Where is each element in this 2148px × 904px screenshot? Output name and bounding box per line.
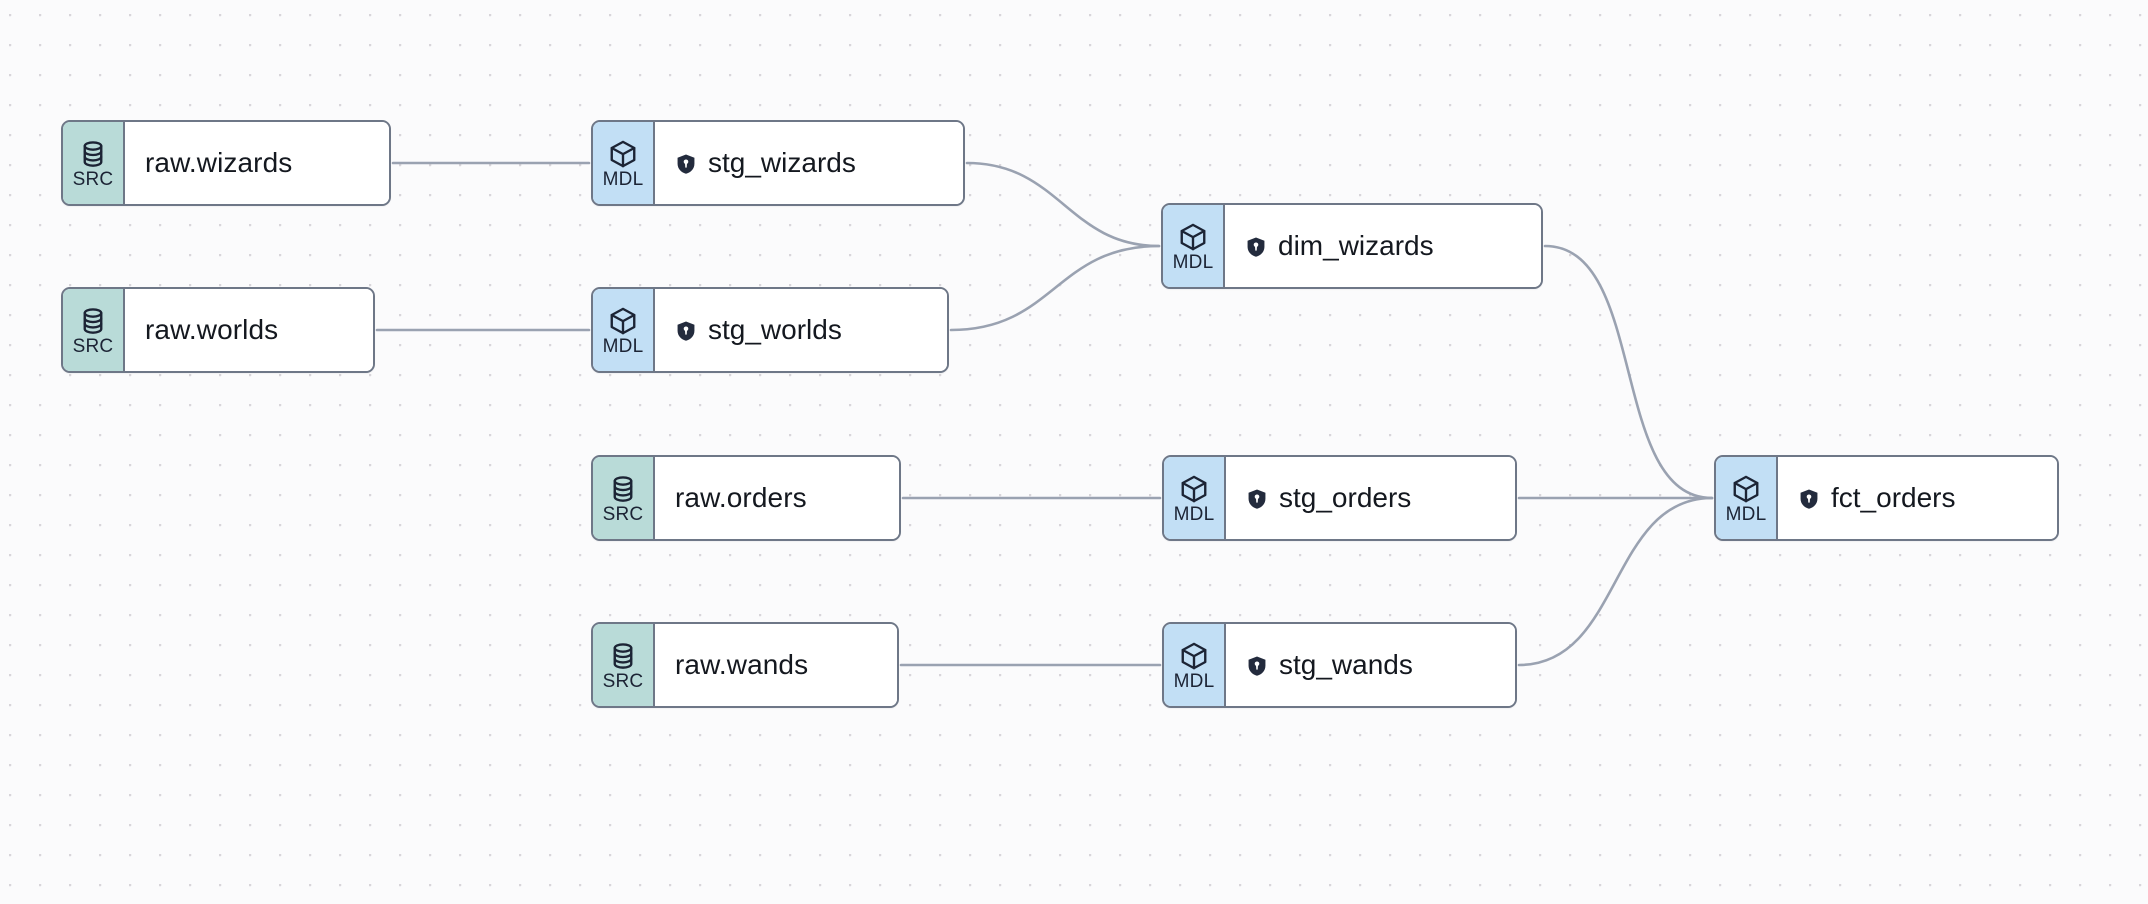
edge-stg_worlds-to-dim_wizards[interactable] bbox=[949, 244, 1161, 332]
database-icon bbox=[78, 139, 108, 169]
cube-icon bbox=[1179, 474, 1209, 504]
node-dim_wizards[interactable]: MDL dim_wizards bbox=[1161, 203, 1543, 289]
node-kind-label: MDL bbox=[1172, 251, 1214, 273]
node-body: raw.worlds bbox=[125, 289, 373, 371]
node-label: dim_wizards bbox=[1278, 230, 1434, 261]
node-body: stg_orders bbox=[1226, 457, 1515, 539]
node-label: fct_orders bbox=[1831, 482, 1956, 513]
node-stg_worlds[interactable]: MDL stg_worlds bbox=[591, 287, 949, 373]
node-kind-badge-mdl: MDL bbox=[593, 122, 655, 204]
node-body: stg_worlds bbox=[655, 289, 947, 371]
edge-stg_wands-to-fct_orders[interactable] bbox=[1517, 496, 1714, 667]
node-body: raw.wands bbox=[655, 624, 897, 706]
node-kind-badge-src: SRC bbox=[593, 457, 655, 539]
node-label: stg_orders bbox=[1279, 482, 1412, 513]
node-label: raw.wizards bbox=[145, 147, 293, 178]
node-body: raw.wizards bbox=[125, 122, 389, 204]
shield-lock-icon bbox=[675, 153, 697, 175]
node-label: raw.wands bbox=[675, 649, 809, 680]
node-kind-badge-src: SRC bbox=[63, 289, 125, 371]
cube-icon bbox=[1179, 641, 1209, 671]
node-raw_worlds[interactable]: SRC raw.worlds bbox=[61, 287, 375, 373]
shield-lock-icon bbox=[1245, 236, 1267, 258]
node-label: raw.worlds bbox=[145, 314, 279, 345]
edge-stg_wizards-to-dim_wizards[interactable] bbox=[965, 161, 1161, 248]
cube-icon bbox=[1178, 222, 1208, 252]
node-kind-badge-mdl: MDL bbox=[1164, 624, 1226, 706]
node-raw_orders[interactable]: SRC raw.orders bbox=[591, 455, 901, 541]
node-stg_orders[interactable]: MDL stg_orders bbox=[1162, 455, 1517, 541]
node-body: stg_wands bbox=[1226, 624, 1515, 706]
node-kind-badge-mdl: MDL bbox=[1716, 457, 1778, 539]
node-label: stg_worlds bbox=[708, 314, 842, 345]
node-kind-label: MDL bbox=[602, 168, 644, 190]
shield-lock-icon bbox=[1246, 488, 1268, 510]
node-fct_orders[interactable]: MDL fct_orders bbox=[1714, 455, 2059, 541]
node-kind-badge-src: SRC bbox=[593, 624, 655, 706]
node-body: raw.orders bbox=[655, 457, 899, 539]
node-label: stg_wizards bbox=[708, 147, 856, 178]
database-icon bbox=[78, 306, 108, 336]
node-body: fct_orders bbox=[1778, 457, 2057, 539]
shield-lock-icon bbox=[675, 320, 697, 342]
node-kind-badge-mdl: MDL bbox=[593, 289, 655, 371]
cube-icon bbox=[1731, 474, 1761, 504]
node-kind-badge-src: SRC bbox=[63, 122, 125, 204]
database-icon bbox=[608, 474, 638, 504]
node-stg_wands[interactable]: MDL stg_wands bbox=[1162, 622, 1517, 708]
node-kind-label: MDL bbox=[1725, 503, 1767, 525]
cube-icon bbox=[608, 306, 638, 336]
node-kind-badge-mdl: MDL bbox=[1164, 457, 1226, 539]
node-kind-label: MDL bbox=[1173, 503, 1215, 525]
node-body: dim_wizards bbox=[1225, 205, 1541, 287]
edge-dim_wizards-to-fct_orders[interactable] bbox=[1543, 244, 1714, 500]
node-body: stg_wizards bbox=[655, 122, 963, 204]
shield-lock-icon bbox=[1798, 488, 1820, 510]
node-kind-label: SRC bbox=[72, 335, 114, 357]
node-kind-label: SRC bbox=[602, 670, 644, 692]
node-kind-label: SRC bbox=[602, 503, 644, 525]
database-icon bbox=[608, 641, 638, 671]
node-label: stg_wands bbox=[1279, 649, 1413, 680]
node-kind-label: SRC bbox=[72, 168, 114, 190]
node-label: raw.orders bbox=[675, 482, 807, 513]
node-kind-label: MDL bbox=[1173, 670, 1215, 692]
node-kind-label: MDL bbox=[602, 335, 644, 357]
node-kind-badge-mdl: MDL bbox=[1163, 205, 1225, 287]
node-raw_wands[interactable]: SRC raw.wands bbox=[591, 622, 899, 708]
node-stg_wizards[interactable]: MDL stg_wizards bbox=[591, 120, 965, 206]
node-raw_wizards[interactable]: SRC raw.wizards bbox=[61, 120, 391, 206]
cube-icon bbox=[608, 139, 638, 169]
shield-lock-icon bbox=[1246, 655, 1268, 677]
